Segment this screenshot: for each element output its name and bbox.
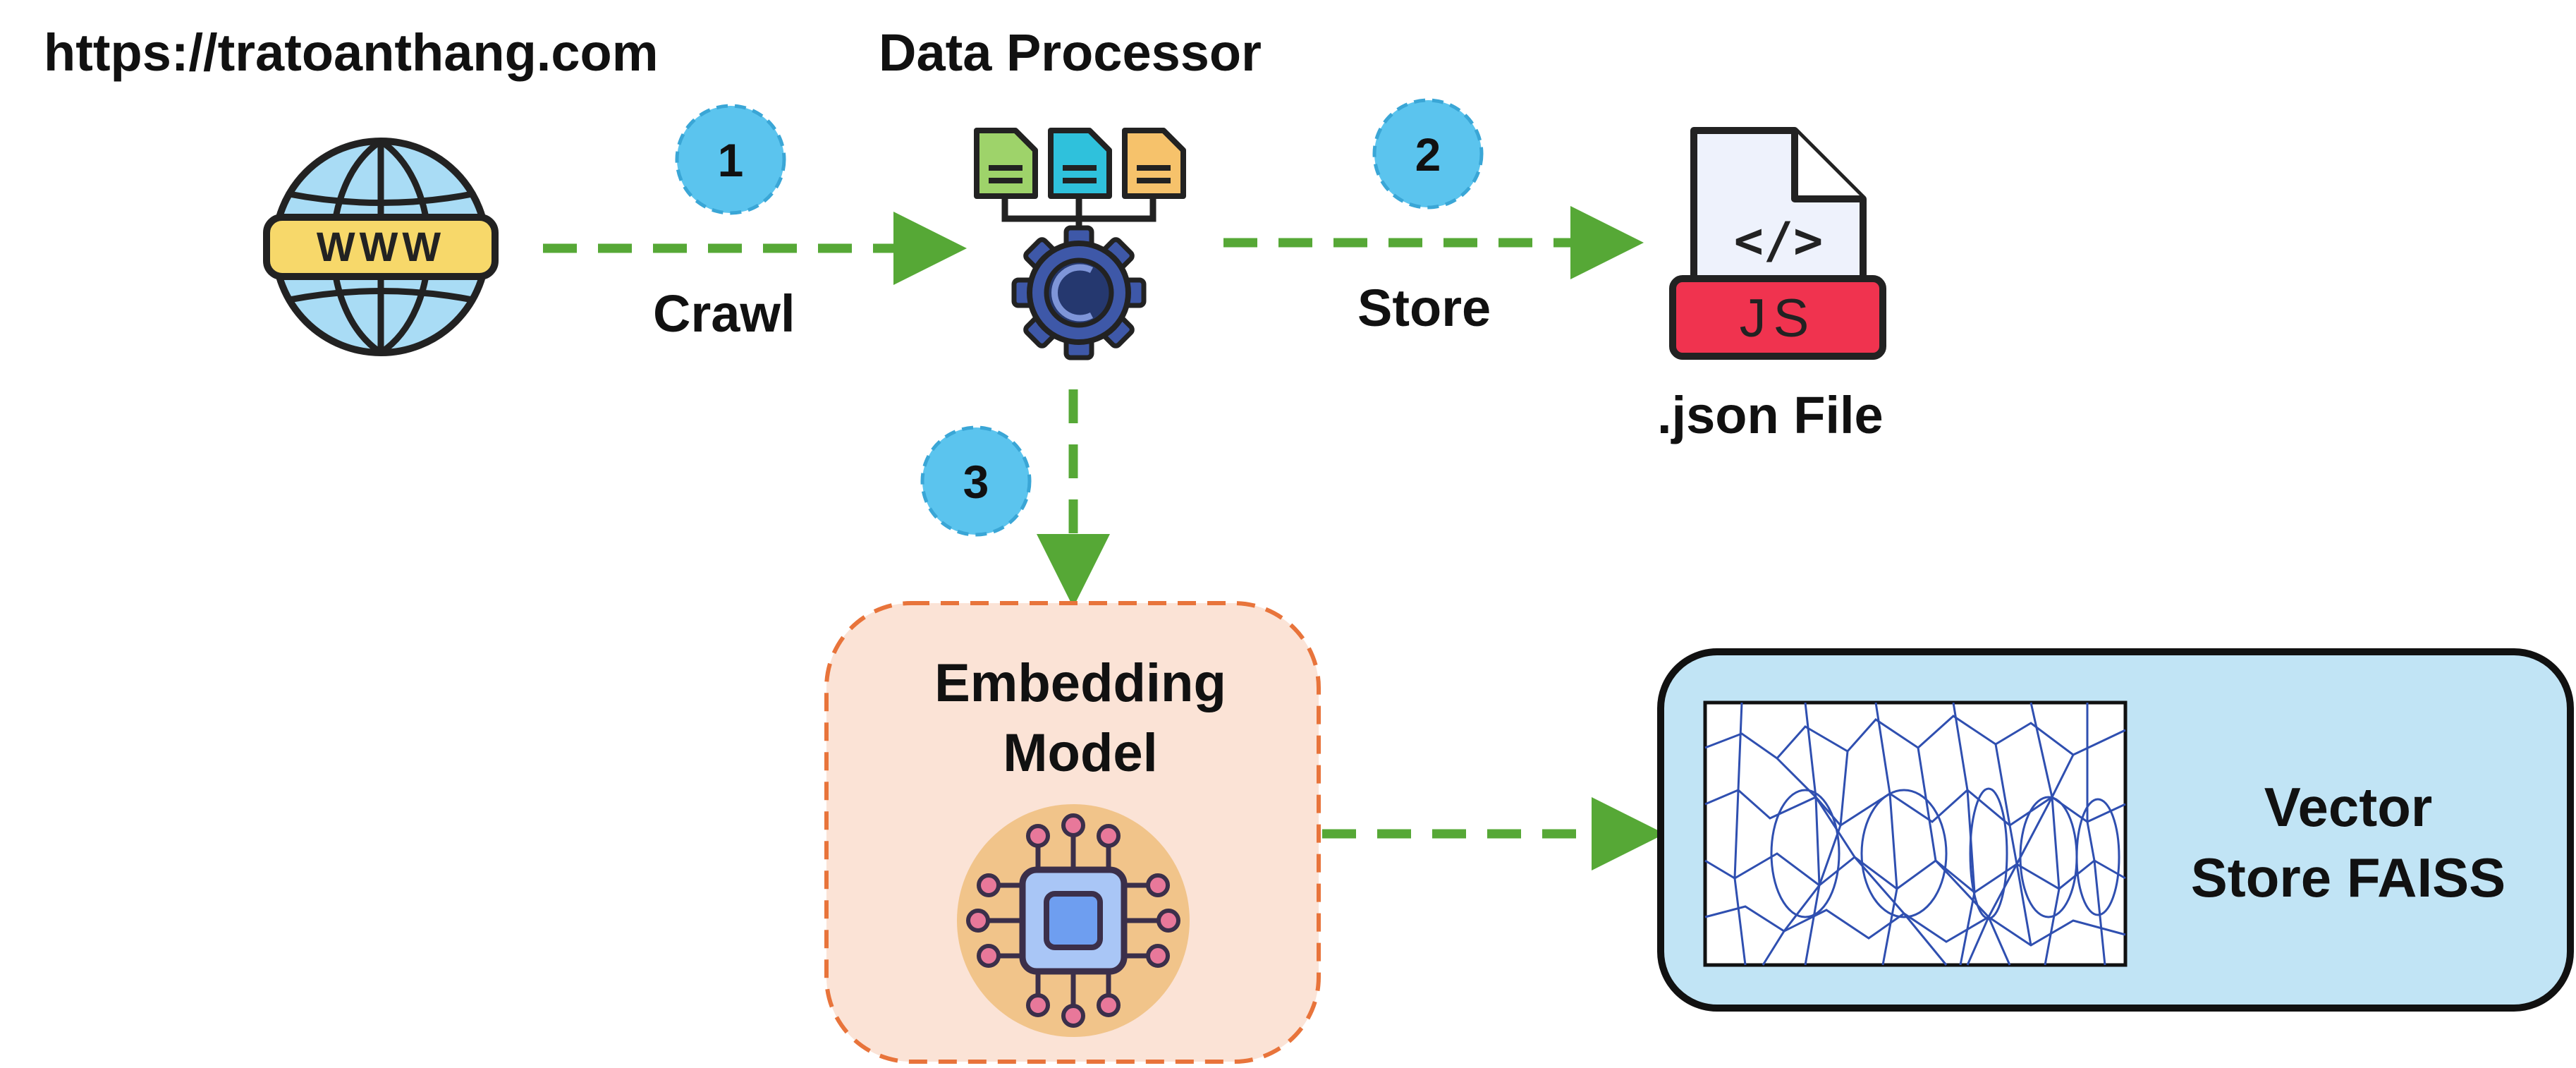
step-badge-3: 3 (920, 425, 1032, 537)
json-file-icon: </> JS (1669, 127, 1886, 360)
website-label: https://tratoanthang.com (44, 23, 659, 82)
step-number-1: 1 (718, 134, 744, 186)
www-badge-text: WWW (317, 224, 445, 270)
code-glyph: </> (1734, 212, 1823, 269)
crawl-label: Crawl (653, 284, 795, 343)
embedding-model-title: Embedding Model (826, 649, 1334, 789)
faiss-voronoi-icon (1703, 700, 2128, 967)
vector-store-line1: Vector (2264, 776, 2433, 838)
json-file-label: .json File (1657, 386, 1884, 444)
embedding-title-line2: Model (1003, 722, 1158, 783)
step-badge-1: 1 (675, 104, 786, 215)
embedding-title-line1: Embedding (934, 653, 1226, 713)
globe-www-icon: WWW (263, 138, 499, 356)
processor-label: Data Processor (879, 23, 1262, 82)
js-badge-text: JS (1740, 289, 1817, 348)
vector-store-label: Vector Store FAISS (2130, 772, 2567, 914)
step-number-3: 3 (963, 456, 989, 508)
documents-gear-icon (974, 128, 1186, 360)
chip-icon (957, 804, 1190, 1037)
vector-store-line2: Store FAISS (2190, 846, 2506, 909)
step-number-2: 2 (1415, 128, 1441, 181)
step-badge-2: 2 (1372, 98, 1484, 210)
store-label: Store (1357, 279, 1491, 337)
